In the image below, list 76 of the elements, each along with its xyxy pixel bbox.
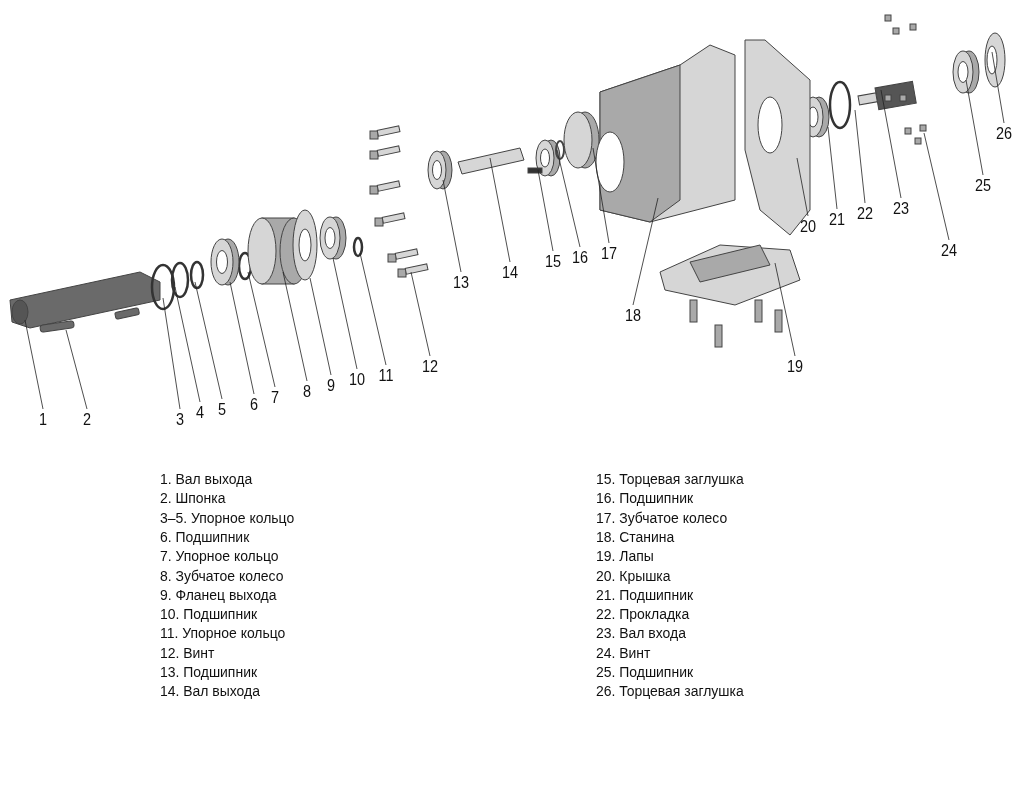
leader-line	[309, 277, 332, 376]
callout-number: 4	[196, 404, 204, 422]
leader-line	[774, 262, 796, 357]
leader-line	[247, 271, 276, 388]
leader-line	[923, 132, 950, 241]
callout-number: 10	[348, 371, 366, 389]
leader-line	[194, 281, 223, 400]
callout-number: 15	[544, 253, 562, 271]
parts-list-item: 26. Торцевая заглушка	[596, 682, 744, 701]
leader-line	[537, 169, 554, 252]
callout-number: 9	[327, 377, 335, 395]
parts-list-item: 18. Станина	[596, 527, 675, 546]
callout-number: 2	[83, 411, 91, 429]
callout-number: 23	[892, 200, 910, 218]
parts-list-item: 15. Торцевая заглушка	[596, 470, 744, 488]
leader-line	[24, 319, 44, 410]
parts-list-item: 3–5. Упорное кольцо	[160, 508, 295, 527]
leader-line	[854, 109, 866, 204]
parts-list-item: 9. Фланец выхода	[160, 585, 277, 604]
parts-list-item: 22. Прокладка	[596, 605, 690, 624]
callout-number: 11	[378, 367, 394, 385]
leader-line	[880, 89, 902, 199]
parts-list-item: 1. Вал выхода	[160, 470, 253, 488]
leader-line	[965, 79, 984, 176]
parts-list-item: 13. Подшипник	[160, 663, 258, 681]
callout-number: 1	[39, 411, 47, 429]
callout-number: 12	[421, 358, 439, 376]
parts-list-item: 8. Зубчатое колесо	[160, 566, 284, 585]
leader-line	[174, 286, 201, 403]
parts-list-item: 20. Крышка	[596, 566, 671, 585]
callout-number: 8	[303, 383, 311, 401]
parts-list-item: 7. Упорное кольцо	[160, 547, 279, 566]
callout-number: 18	[624, 307, 642, 325]
callout-number: 25	[974, 177, 992, 195]
leader-line	[632, 197, 659, 306]
parts-list-item: 11. Упорное кольцо	[160, 624, 286, 643]
parts-list-item: 14. Вал выхода	[160, 682, 260, 701]
leader-line	[359, 252, 387, 366]
callout-number: 14	[501, 264, 519, 282]
leader-line	[827, 126, 838, 210]
parts-list-item: 16. Подшипник	[596, 489, 694, 508]
callout-number: 17	[600, 245, 618, 263]
callout-number: 26	[995, 125, 1013, 143]
parts-list-item: 12. Винт	[160, 643, 215, 662]
parts-list-item: 19. Лапы	[596, 547, 654, 566]
leader-line	[592, 147, 610, 244]
callout-number: 13	[452, 274, 470, 292]
leader-line	[556, 149, 581, 248]
leader-line	[229, 281, 255, 395]
callout-number: 19	[786, 358, 804, 376]
callout-number: 6	[250, 396, 258, 414]
callout-number: 20	[799, 218, 817, 236]
parts-list-item: 17. Зубчатое колесо	[596, 508, 728, 527]
parts-list-item: 25. Подшипник	[596, 663, 694, 681]
callout-number: 5	[218, 401, 226, 419]
parts-list-item: 10. Подшипник	[160, 605, 258, 624]
parts-list-item: 2. Шпонка	[160, 489, 226, 508]
leader-line	[282, 271, 308, 382]
callout-number: 16	[571, 249, 589, 267]
parts-list-item: 6. Подшипник	[160, 527, 250, 546]
parts-list-item: 21. Подшипник	[596, 585, 694, 604]
leader-line	[489, 157, 511, 263]
leader-line	[410, 271, 431, 357]
leader-line	[442, 179, 462, 273]
callout-number: 7	[271, 389, 279, 407]
leader-line	[796, 157, 809, 217]
callout-number: 3	[176, 411, 184, 429]
callout-number: 24	[940, 242, 958, 260]
leader-line	[332, 257, 358, 370]
leader-line	[991, 51, 1005, 124]
parts-list-item: 24. Винт	[596, 643, 651, 662]
callout-number: 21	[828, 211, 846, 229]
leader-line	[162, 297, 181, 410]
callout-number: 22	[856, 205, 874, 223]
parts-list-item: 23. Вал входа	[596, 624, 686, 643]
leader-line	[65, 329, 88, 410]
